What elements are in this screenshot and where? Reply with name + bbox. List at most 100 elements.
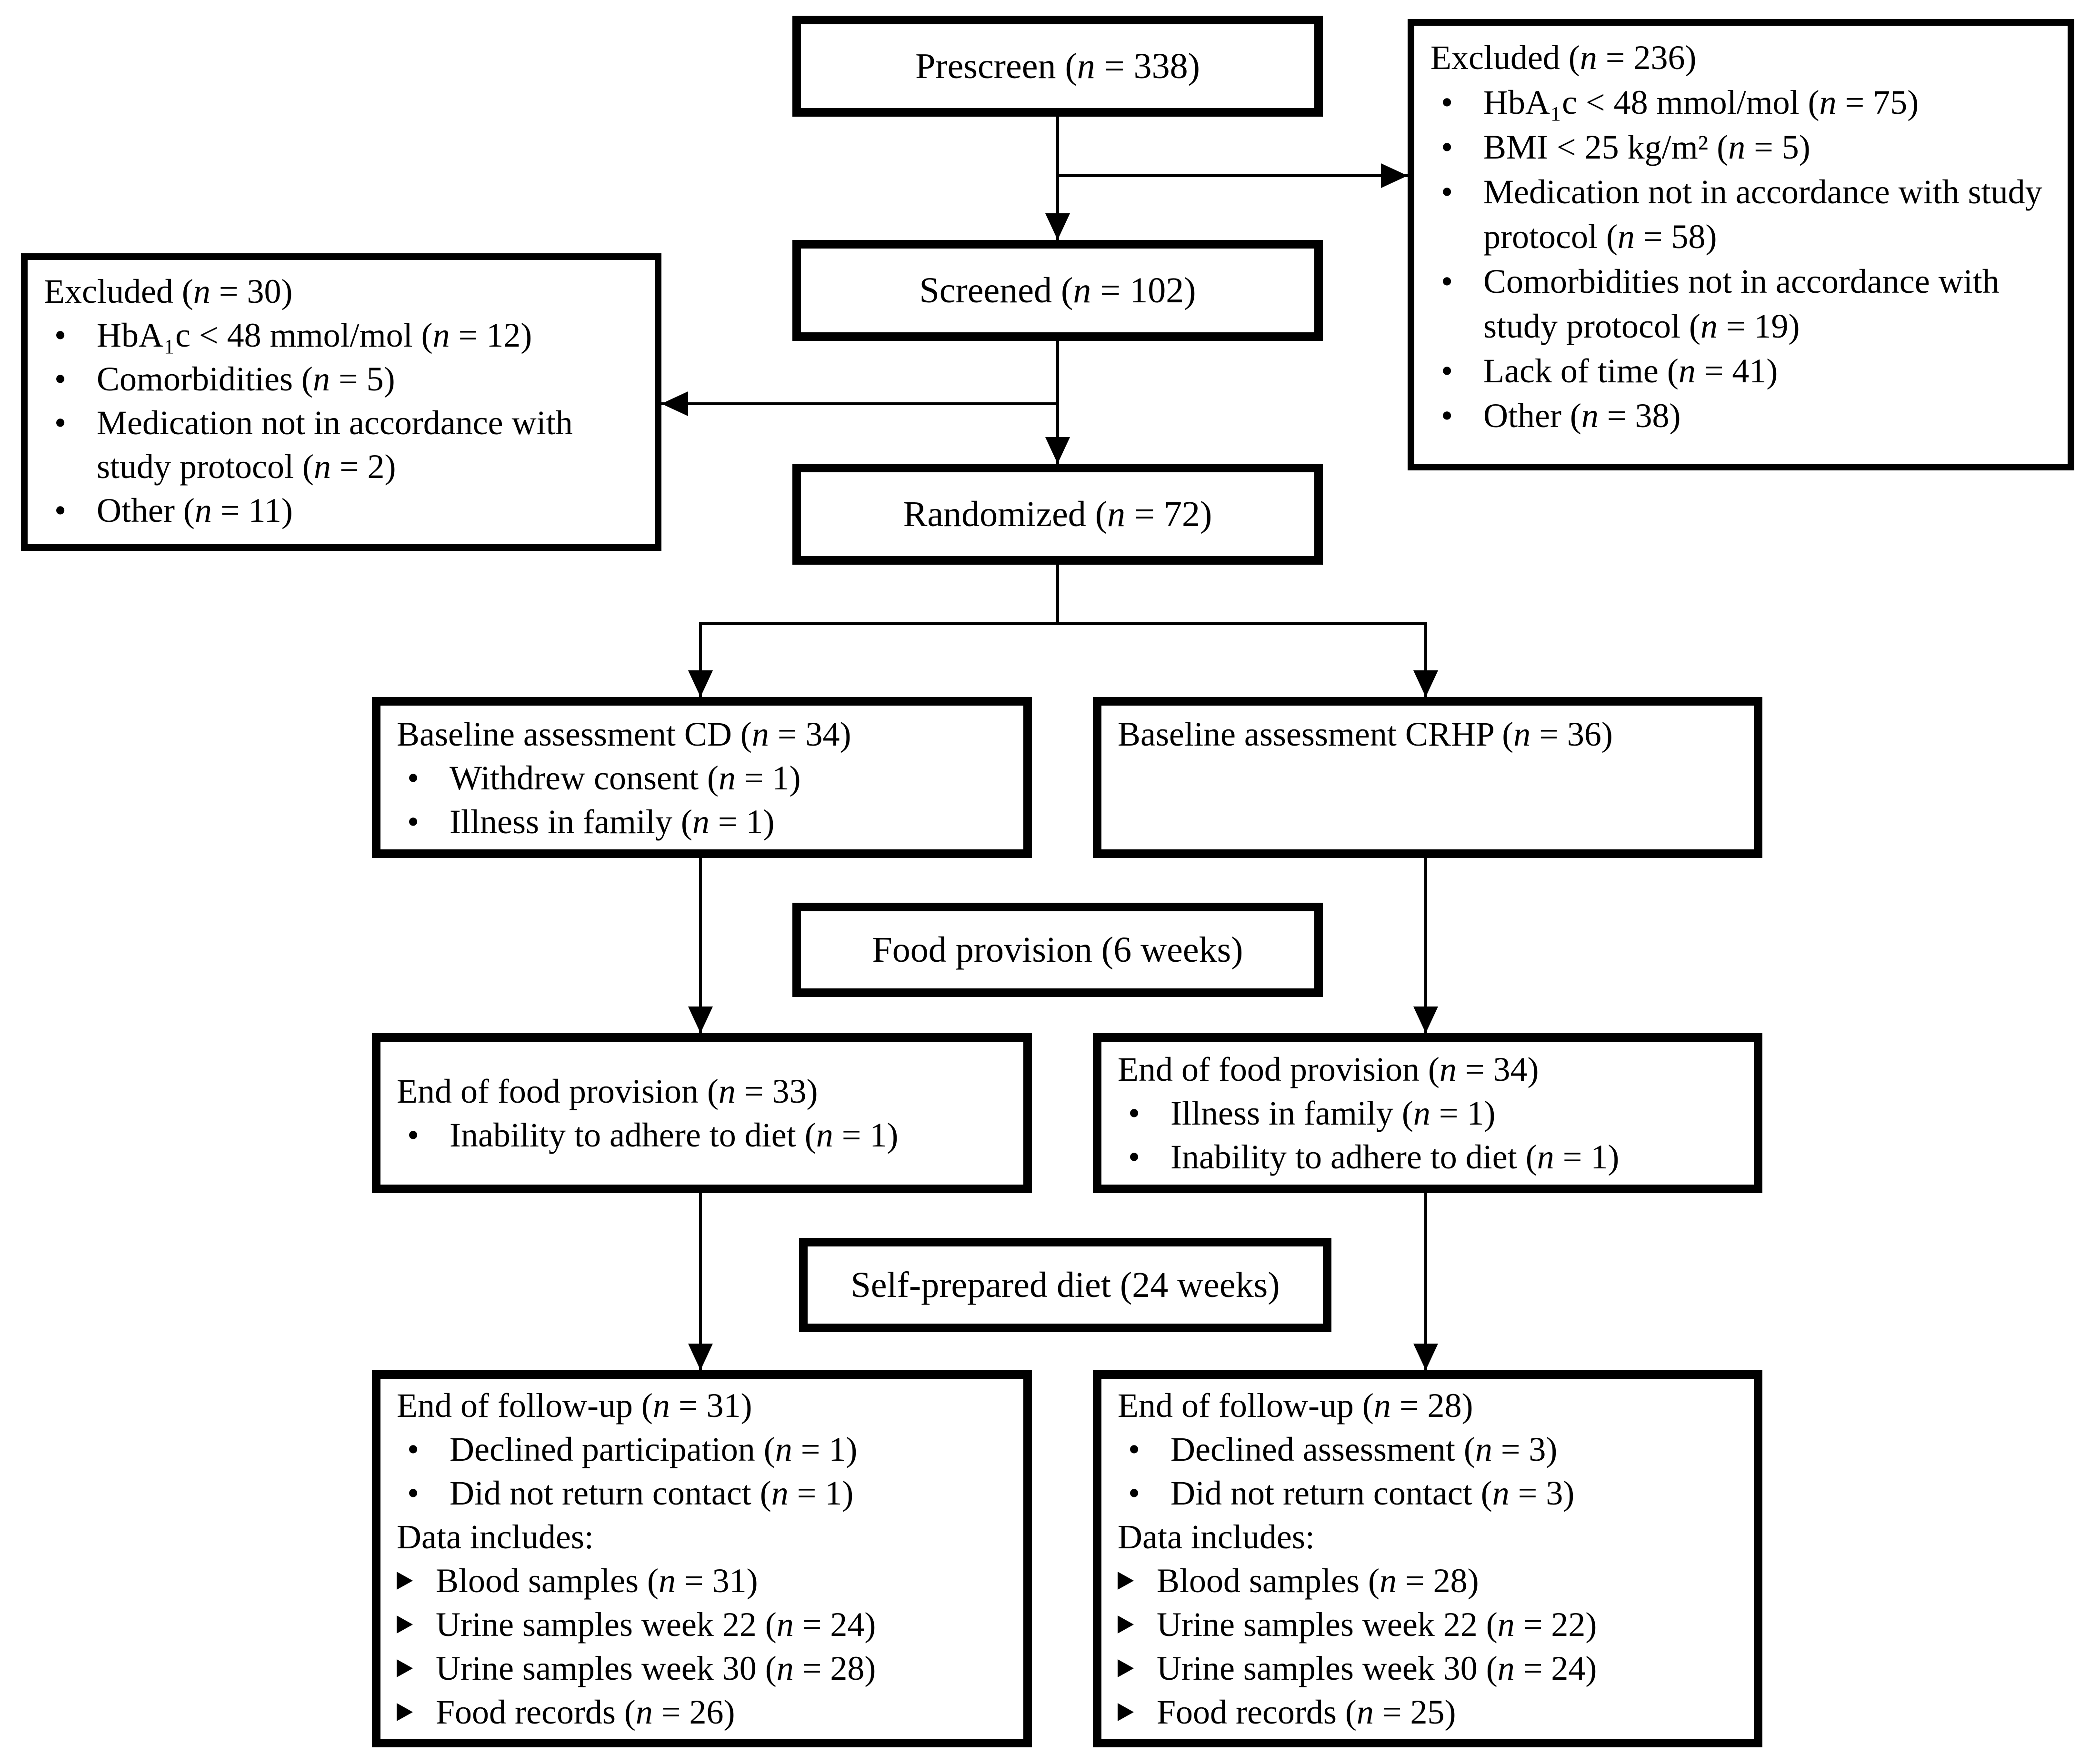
data-item: Urine samples week 22 (n = 22) <box>1116 1603 1740 1646</box>
connector-prescreen-screened <box>1056 117 1059 240</box>
followup-crhp-box: End of follow-up (n = 28) • Declined ass… <box>1093 1370 1762 1747</box>
bullet-item: • Withdrew consent (n = 1) <box>395 756 1009 800</box>
arrow-bullet-icon <box>1116 1615 1157 1634</box>
bullet-item: • Inability to adhere to diet (n = 1) <box>395 1113 1009 1157</box>
arrow-down-icon <box>1413 670 1438 697</box>
arrow-bullet-icon <box>395 1572 436 1590</box>
data-item-text: Urine samples week 22 (n = 22) <box>1157 1605 1597 1644</box>
connector-branch-excluded-left <box>661 402 1058 405</box>
bullet-dot: • <box>407 1116 420 1154</box>
bullet-dot: • <box>1441 83 1453 121</box>
data-item-text: Urine samples week 22 (n = 24) <box>436 1605 876 1644</box>
data-item: Food records (n = 25) <box>1116 1690 1740 1734</box>
self-prepared-diet-label: Self-prepared diet (24 weeks) <box>850 1265 1280 1305</box>
bullet-dot: • <box>54 316 67 354</box>
data-item-text: Food records (n = 26) <box>436 1693 735 1731</box>
bullet-text: Other (n = 38) <box>1483 397 1681 435</box>
connector-endfood-to-followup-cd <box>699 1193 702 1370</box>
connector-baseline-to-endfood-crhp <box>1424 858 1427 1033</box>
box-title: Baseline assessment CD (n = 34) <box>397 715 851 753</box>
box-title: End of food provision (n = 33) <box>397 1072 818 1110</box>
bullet-dot: • <box>1128 1138 1140 1176</box>
arrow-down-icon <box>1045 437 1070 464</box>
bullet-dot: • <box>1441 352 1453 390</box>
bullet-item: • BMI < 25 kg/m² (n = 5) <box>1429 125 2053 169</box>
arrow-down-icon <box>1413 1344 1438 1370</box>
bullet-text: Withdrew consent (n = 1) <box>450 759 801 797</box>
data-includes-heading: Data includes: <box>1118 1518 1315 1556</box>
bullet-dot: • <box>1441 262 1453 300</box>
data-item-text: Urine samples week 30 (n = 28) <box>436 1649 876 1687</box>
data-item: Urine samples week 30 (n = 28) <box>395 1646 1009 1690</box>
data-includes-heading: Data includes: <box>397 1518 594 1556</box>
bullet-item: • Illness in family (n = 1) <box>395 800 1009 844</box>
food-provision-label: Food provision (6 weeks) <box>872 929 1243 970</box>
data-item-text: Urine samples week 30 (n = 24) <box>1157 1649 1597 1687</box>
bullet-item: • Inability to adhere to diet (n = 1) <box>1116 1135 1740 1179</box>
prescreen-box: Prescreen (n = 338) <box>792 16 1323 117</box>
end-food-provision-crhp-box: End of food provision (n = 34) • Illness… <box>1093 1033 1762 1193</box>
arrow-down-icon <box>688 670 713 697</box>
food-provision-box: Food provision (6 weeks) <box>792 903 1323 997</box>
bullet-text: HbA₁c < 48 mmol/mol (n = 12) <box>97 316 532 354</box>
bullet-text: BMI < 25 kg/m² (n = 5) <box>1483 128 1810 166</box>
connector-split-to-baseline-crhp <box>1424 622 1427 697</box>
data-item: Blood samples (n = 31) <box>395 1559 1009 1603</box>
bullet-text: Did not return contact (n = 1) <box>450 1474 854 1512</box>
screened-box: Screened (n = 102) <box>792 240 1323 341</box>
end-food-provision-cd-box: End of food provision (n = 33) • Inabili… <box>372 1033 1032 1193</box>
bullet-item: • Comorbidities not in accordance with s… <box>1429 259 2053 349</box>
arrow-bullet-icon <box>395 1659 436 1677</box>
bullet-text: Inability to adhere to diet (n = 1) <box>450 1116 899 1154</box>
bullet-text: HbA₁c < 48 mmol/mol (n = 75) <box>1483 83 1919 121</box>
prescreen-label: Prescreen (n = 338) <box>915 46 1200 86</box>
bullet-item: • Declined assessment (n = 3) <box>1116 1427 1740 1471</box>
bullet-text: Inability to adhere to diet (n = 1) <box>1170 1138 1620 1176</box>
bullet-item: • HbA₁c < 48 mmol/mol (n = 75) <box>1429 80 2053 125</box>
screened-label: Screened (n = 102) <box>919 270 1196 310</box>
bullet-item: • Illness in family (n = 1) <box>1116 1091 1740 1135</box>
connector-branch-excluded-right <box>1058 174 1408 177</box>
bullet-text: Comorbidities not in accordance with stu… <box>1483 262 2000 345</box>
connector-baseline-to-endfood-cd <box>699 858 702 1033</box>
self-prepared-diet-box: Self-prepared diet (24 weeks) <box>799 1238 1331 1332</box>
bullet-dot: • <box>1441 128 1453 166</box>
bullet-text: Medication not in accordance with study … <box>1483 173 2042 256</box>
bullet-item: • Lack of time (n = 41) <box>1429 349 2053 393</box>
bullet-item: • Comorbidities (n = 5) <box>42 357 640 401</box>
bullet-text: Illness in family (n = 1) <box>1170 1094 1496 1132</box>
box-title: End of follow-up (n = 31) <box>397 1386 752 1425</box>
arrow-down-icon <box>1045 213 1070 240</box>
arrow-down-icon <box>688 1007 713 1033</box>
bullet-item: • Declined participation (n = 1) <box>395 1427 1009 1471</box>
bullet-dot: • <box>1441 173 1453 211</box>
bullet-item: • Did not return contact (n = 1) <box>395 1471 1009 1515</box>
bullet-dot: • <box>54 491 67 529</box>
arrow-down-icon <box>688 1344 713 1370</box>
connector-randomization-split <box>699 622 1426 625</box>
bullet-dot: • <box>1128 1430 1140 1468</box>
box-title: End of follow-up (n = 28) <box>1118 1386 1473 1425</box>
connector-endfood-to-followup-crhp <box>1424 1193 1427 1370</box>
arrow-bullet-icon <box>1116 1703 1157 1721</box>
randomized-box: Randomized (n = 72) <box>792 464 1323 565</box>
bullet-item: • HbA₁c < 48 mmol/mol (n = 12) <box>42 313 640 357</box>
connector-screened-randomized <box>1056 341 1059 464</box>
arrow-left-icon <box>661 391 688 416</box>
bullet-text: Illness in family (n = 1) <box>450 803 775 841</box>
arrow-down-icon <box>1413 1007 1438 1033</box>
data-item-text: Food records (n = 25) <box>1157 1693 1456 1731</box>
bullet-text: Comorbidities (n = 5) <box>97 360 395 398</box>
bullet-text: Declined participation (n = 1) <box>450 1430 858 1468</box>
box-title: Excluded (n = 236) <box>1430 39 1697 77</box>
excluded-screening-box: Excluded (n = 30) • HbA₁c < 48 mmol/mol … <box>21 253 661 551</box>
data-item-text: Blood samples (n = 28) <box>1157 1562 1479 1600</box>
bullet-text: Declined assessment (n = 3) <box>1170 1430 1558 1468</box>
box-title: Excluded (n = 30) <box>44 272 293 310</box>
bullet-text: Did not return contact (n = 3) <box>1170 1474 1575 1512</box>
bullet-dot: • <box>407 1430 420 1468</box>
bullet-item: • Did not return contact (n = 3) <box>1116 1471 1740 1515</box>
bullet-dot: • <box>1128 1094 1140 1132</box>
bullet-dot: • <box>407 803 420 841</box>
bullet-text: Other (n = 11) <box>97 491 293 529</box>
